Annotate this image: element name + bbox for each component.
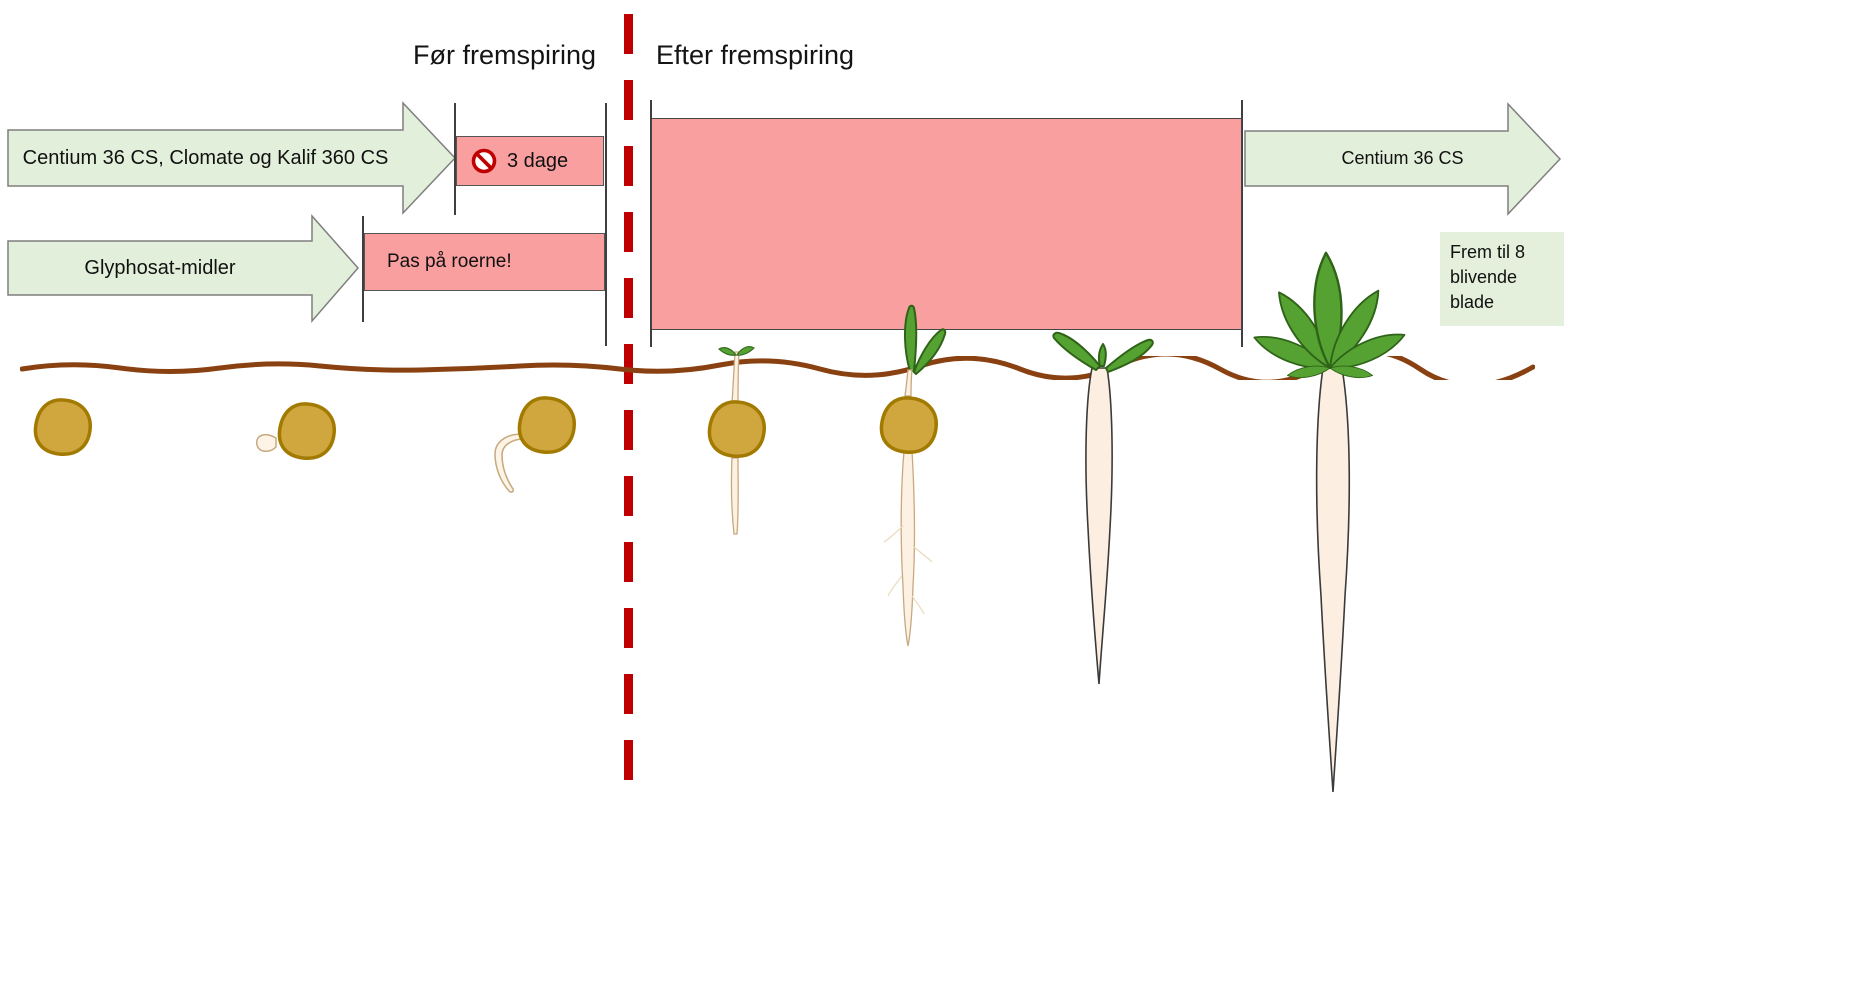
shoot-tip-icon <box>718 347 738 356</box>
leaf-icon <box>1329 333 1406 369</box>
connector-line-1 <box>454 103 456 215</box>
cotyledon-icon <box>903 304 918 372</box>
phase-title-before: Før fremspiring <box>413 40 597 70</box>
seed-icon <box>879 396 938 454</box>
arrow-pre-emergence: Centium 36 CS, Clomate og Kalif 360 CS <box>7 101 457 215</box>
emergence-divider-line <box>624 14 633 806</box>
root-hairs-icon <box>911 595 925 615</box>
arrow-polygon <box>1244 102 1562 216</box>
cotyledon-icon <box>1052 331 1101 371</box>
seed-icon <box>707 400 766 458</box>
shoot-tip-icon <box>736 346 755 356</box>
beet-young-stage-6 <box>1052 331 1154 685</box>
root-hairs-icon <box>887 575 903 597</box>
connector-line-2 <box>605 103 607 346</box>
arrow-polygon <box>7 101 457 215</box>
warning-beets-label: Pas på roerne! <box>387 251 512 272</box>
seed-germinating-stage-2 <box>256 402 336 460</box>
arrow-pre-emergence-label: Centium 36 CS, Clomate og Kalif 360 CS <box>22 146 389 169</box>
radicle-icon <box>256 434 277 452</box>
treatment-window-box <box>651 118 1242 330</box>
connector-line-5 <box>1241 100 1243 347</box>
arrow-shape <box>7 214 359 324</box>
leaf-icon <box>1329 365 1373 379</box>
root-hairs-icon <box>912 545 933 563</box>
arrow-glyphosate-label: Glyphosat-midler <box>84 256 236 279</box>
seed-root-stage-3 <box>494 396 576 493</box>
hypocotyl-icon <box>904 369 913 397</box>
cotyledon-icon <box>913 328 947 375</box>
beet-8-leaf-stage-7 <box>1253 251 1406 793</box>
note-8-leaves-text: Frem til 8 blivende blade <box>1450 242 1526 313</box>
arrow-glyphosate: Glyphosat-midler <box>7 214 359 324</box>
taproot-icon <box>1085 367 1113 685</box>
seedling-cotyledon-stage-5 <box>879 304 947 647</box>
connector-line-3 <box>362 216 364 322</box>
soil-line-path <box>20 356 1535 380</box>
soil-line <box>20 356 1535 380</box>
leaf-icon <box>1287 365 1331 379</box>
arrow-polygon <box>7 214 359 324</box>
arrow-post-emergence-label: Centium 36 CS <box>1341 148 1464 168</box>
radicle-icon <box>494 433 525 493</box>
arrow-post-emergence: Centium 36 CS <box>1244 102 1562 216</box>
true-leaf-icon <box>1098 343 1107 367</box>
cotyledon-icon <box>1105 338 1154 373</box>
seed-icon <box>277 402 336 460</box>
arrow-shape <box>7 101 457 215</box>
taproot-icon <box>900 450 916 647</box>
seed-icon <box>33 398 92 456</box>
warning-box-3-days: 3 dage <box>456 136 604 186</box>
seed-stage-1 <box>33 398 92 456</box>
seed-icon <box>517 396 576 454</box>
seedling-emerging-stage-4 <box>707 346 766 535</box>
warning-box-beets: Pas på roerne! <box>364 233 605 291</box>
arrow-shape <box>1244 102 1562 216</box>
root-hairs-icon <box>883 525 904 543</box>
warning-3-days-label: 3 dage <box>507 149 569 172</box>
hypocotyl-icon <box>731 351 740 405</box>
no-entry-icon <box>471 148 497 174</box>
note-box-8-leaves: Frem til 8 blivende blade <box>1440 232 1564 326</box>
taproot-icon <box>1315 367 1351 793</box>
phase-title-after: Efter fremspiring <box>656 40 855 70</box>
leaf-rosette <box>1253 251 1406 379</box>
root-icon <box>730 457 739 535</box>
